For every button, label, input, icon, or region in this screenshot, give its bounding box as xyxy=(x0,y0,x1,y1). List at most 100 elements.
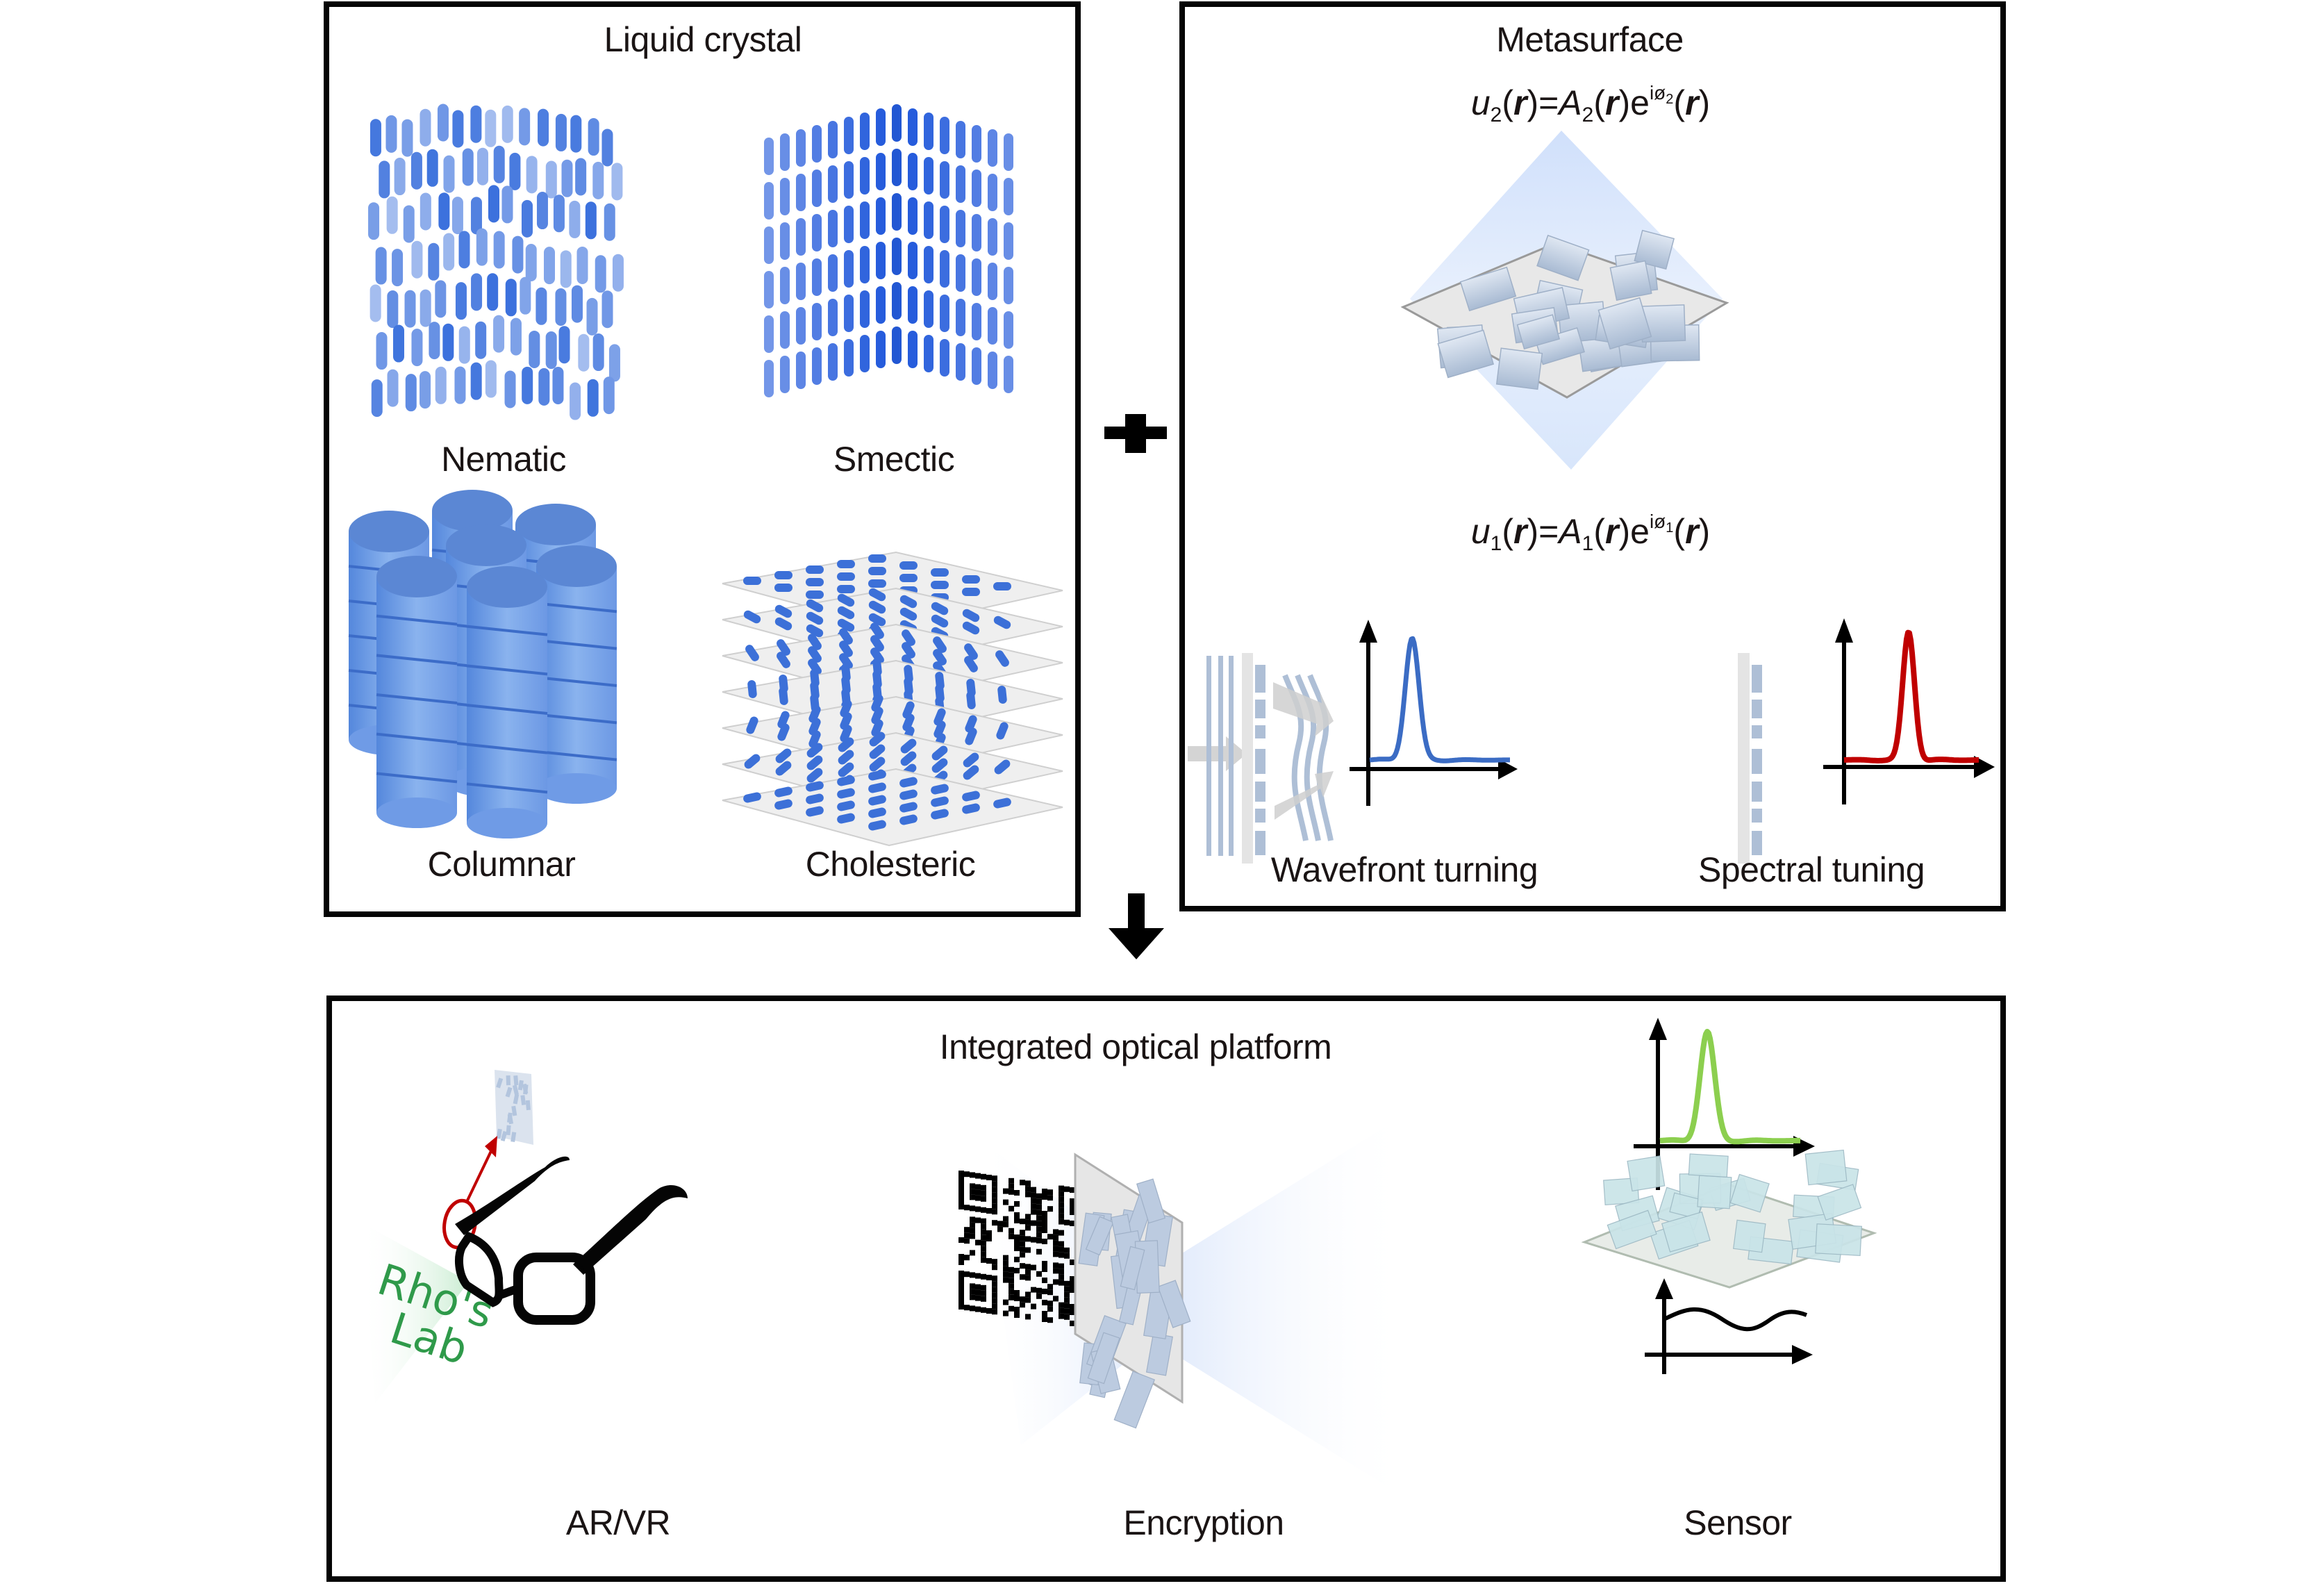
qr-module xyxy=(1020,1263,1025,1269)
formula-u: u xyxy=(1470,83,1491,122)
qr-module xyxy=(1025,1247,1031,1253)
nematic-rod xyxy=(370,284,381,322)
cholesteric-rod xyxy=(839,641,853,657)
qr-module xyxy=(958,1198,964,1204)
cholesteric-rod xyxy=(899,607,918,621)
qr-module xyxy=(1009,1205,1014,1212)
qr-module xyxy=(1036,1226,1042,1232)
qr-module xyxy=(958,1182,964,1187)
qr-module xyxy=(1042,1189,1047,1194)
cholesteric-rod xyxy=(837,560,855,568)
disc-separator xyxy=(376,693,458,704)
nematic-rod xyxy=(538,108,549,147)
smectic-rod xyxy=(908,242,918,279)
qr-module xyxy=(970,1189,975,1195)
qr-module xyxy=(1070,1259,1075,1265)
smectic-rod xyxy=(844,295,854,332)
cholesteric-rod xyxy=(900,738,917,754)
cholesteric-rod xyxy=(870,647,884,664)
qr-module xyxy=(1070,1209,1075,1215)
qr-module xyxy=(992,1303,997,1310)
qr-module xyxy=(981,1273,986,1280)
cholesteric-rod xyxy=(808,659,822,675)
nematic-rod xyxy=(470,362,482,400)
nematic-rod xyxy=(375,247,387,285)
cholesteric-rod xyxy=(808,705,821,723)
qr-module xyxy=(1059,1274,1064,1280)
smectic-rod xyxy=(908,331,918,368)
smectic-rod xyxy=(780,356,790,393)
smectic-rod xyxy=(892,327,902,364)
qr-module xyxy=(1059,1246,1064,1253)
glasses-temple-far xyxy=(573,1184,688,1275)
disc-separator xyxy=(466,664,548,676)
cholesteric-rod xyxy=(837,788,855,799)
nematic-rod xyxy=(509,152,521,190)
qr-module xyxy=(1047,1306,1053,1312)
nematic-rod xyxy=(493,145,505,183)
nanopillar-profile xyxy=(1255,700,1265,718)
cholesteric-rod xyxy=(931,784,949,795)
disc-separator xyxy=(376,772,458,784)
smectic-rod xyxy=(828,165,838,203)
qr-module xyxy=(1059,1219,1064,1225)
nematic-rod xyxy=(545,160,557,199)
qr-module xyxy=(1064,1253,1070,1259)
qr-module xyxy=(975,1273,981,1279)
qr-module xyxy=(964,1205,970,1211)
nanopillar-profile xyxy=(1255,749,1265,774)
qr-module xyxy=(1036,1204,1042,1210)
qr-module xyxy=(1031,1192,1036,1198)
qr-module xyxy=(1003,1199,1009,1205)
qr-module xyxy=(975,1206,981,1212)
smectic-rod xyxy=(1004,267,1013,304)
nematic-rod xyxy=(458,231,470,269)
nematic-rod xyxy=(576,246,588,284)
qr-module xyxy=(992,1203,997,1209)
qr-module xyxy=(1059,1302,1064,1308)
smectic-rod xyxy=(956,254,965,292)
smectic-rod xyxy=(892,104,902,142)
spectral-tuning-label: Spectral tuning xyxy=(1698,850,1925,889)
cholesteric-rod xyxy=(868,795,886,806)
nematic-rod xyxy=(552,367,564,405)
qr-module xyxy=(958,1271,964,1276)
nematic-rod xyxy=(505,279,517,317)
qr-module xyxy=(970,1216,975,1223)
qr-module xyxy=(1036,1198,1042,1205)
cholesteric-rod xyxy=(933,708,946,726)
column-top xyxy=(467,566,547,608)
smectic-rod xyxy=(908,197,918,235)
qr-module xyxy=(986,1230,992,1236)
qr-module xyxy=(1009,1178,1014,1184)
nematic-rod xyxy=(420,108,431,147)
smectic-rod xyxy=(972,347,981,385)
cholesteric-rod xyxy=(839,653,853,670)
smectic-rod xyxy=(908,286,918,324)
cholesteric-rod xyxy=(868,554,886,563)
smectic-rod xyxy=(972,170,981,207)
qr-module xyxy=(1014,1218,1020,1223)
formula-arg: r xyxy=(1685,83,1699,122)
qr-module xyxy=(1042,1316,1047,1322)
cholesteric-rod xyxy=(931,745,948,761)
qr-module xyxy=(1042,1216,1047,1222)
disc-separator xyxy=(466,743,548,754)
nematic-rod xyxy=(485,109,497,147)
qr-module xyxy=(1047,1189,1053,1196)
spectral-tuning-diagram xyxy=(1738,653,1762,864)
cholesteric-rod xyxy=(837,618,855,632)
qr-module xyxy=(1009,1294,1014,1300)
nematic-rod xyxy=(553,195,565,233)
input-field-formula: u1(r)=A1(r)eiø1(r) xyxy=(1470,511,1711,555)
disc-separator xyxy=(536,602,617,613)
qr-module xyxy=(981,1184,986,1191)
disc-separator xyxy=(466,782,548,794)
nanopillar xyxy=(1536,234,1590,281)
qr-module xyxy=(1031,1303,1036,1310)
red-spectrum-curve xyxy=(1843,629,1980,763)
cholesteric-rod xyxy=(837,775,855,786)
qr-module xyxy=(992,1287,997,1293)
qr-module xyxy=(1053,1246,1059,1252)
cholesteric-rod xyxy=(777,723,790,741)
